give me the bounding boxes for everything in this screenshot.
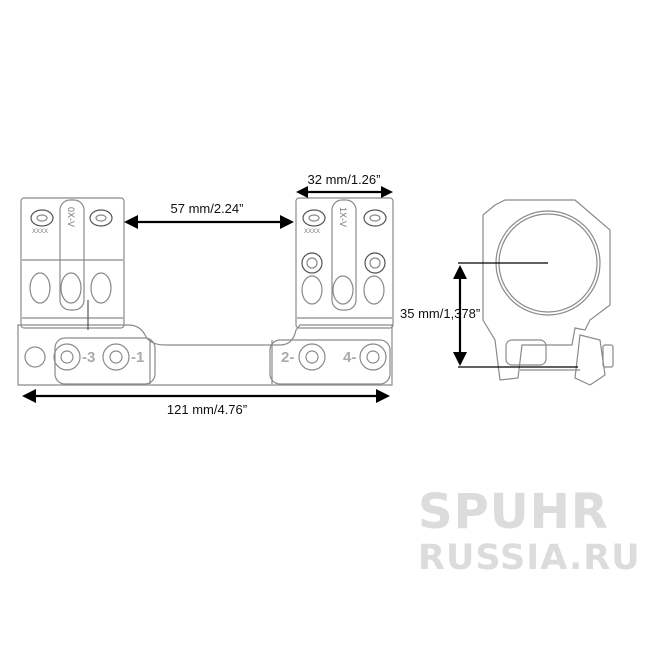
- serial-marking-front: XXXX: [32, 229, 48, 235]
- mount-front-view: -3 -1 2- 4- XXXX XXXX 0X-V 1X-V: [17, 197, 394, 386]
- screw-number-3: -3: [82, 349, 95, 366]
- serial-marking-rear: XXXX: [304, 229, 320, 235]
- ring-width-label: 32 mm/1.26”: [308, 172, 381, 187]
- dimension-center-height: 35 mm/1,378”: [400, 262, 578, 368]
- front-ring-marking: 0X-V: [66, 207, 76, 227]
- watermark-line1: SPUHR: [418, 484, 609, 540]
- mount-side-view: [482, 199, 614, 386]
- screw-number-4: 4-: [343, 349, 356, 366]
- screw-number-1: -1: [131, 349, 144, 366]
- rear-ring-marking: 1X-V: [338, 207, 348, 227]
- watermark-line2: RUSSIA.RU: [418, 538, 641, 578]
- ring-spacing-label: 57 mm/2.24”: [171, 201, 244, 216]
- dimension-ring-width: 32 mm/1.26”: [296, 172, 393, 198]
- screw-number-2: 2-: [281, 349, 294, 366]
- dimension-ring-spacing: 57 mm/2.24”: [124, 201, 294, 229]
- dimension-total-length: 121 mm/4.76”: [22, 389, 390, 417]
- total-length-label: 121 mm/4.76”: [167, 402, 247, 417]
- center-height-label: 35 mm/1,378”: [400, 306, 480, 321]
